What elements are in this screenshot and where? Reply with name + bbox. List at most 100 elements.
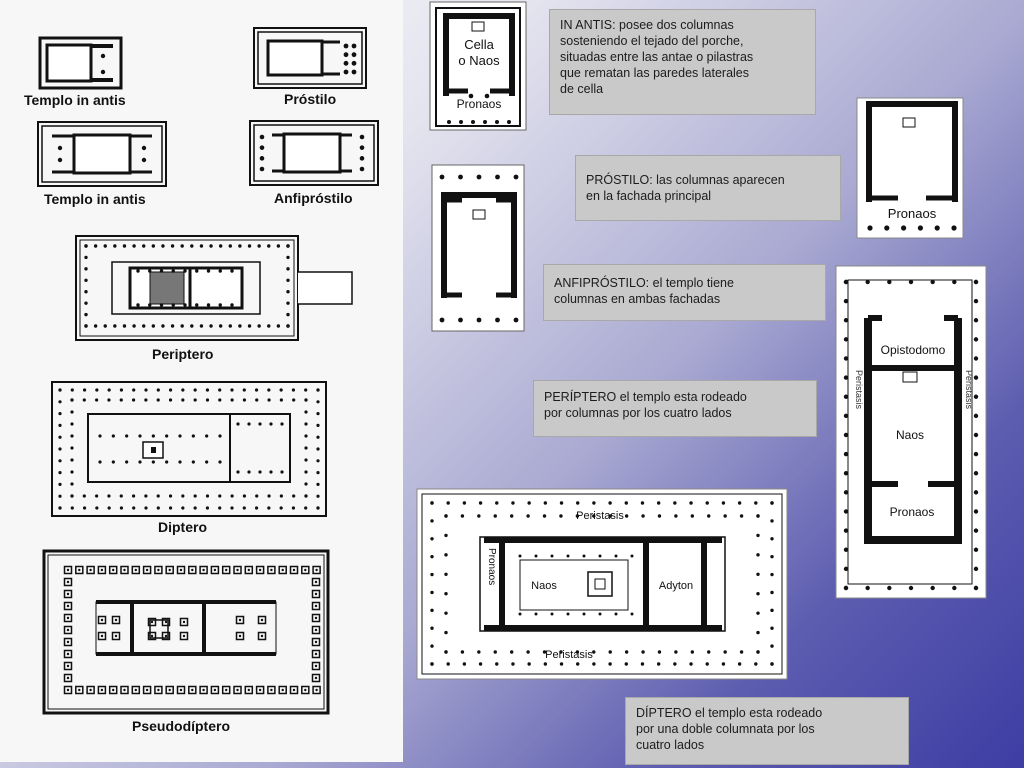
column-dot: [723, 650, 727, 654]
column-dot: [430, 554, 434, 559]
plan-label-naos-diptero: Naos: [531, 580, 557, 592]
column-dot: [316, 435, 320, 439]
column-dot: [100, 634, 104, 638]
column-dot: [316, 400, 320, 404]
column-dot: [739, 514, 744, 518]
column-dot: [737, 501, 742, 505]
column-dot: [209, 324, 213, 328]
column-dot: [286, 301, 290, 305]
column-dot: [114, 618, 118, 622]
column-square: [63, 577, 73, 587]
column-dot: [952, 585, 957, 591]
column-dot: [70, 422, 74, 426]
column-dot: [444, 514, 448, 518]
column-dot: [316, 388, 320, 392]
column-dot: [315, 568, 318, 572]
column-dot: [495, 317, 500, 323]
column-dot: [267, 398, 271, 402]
column-dot: [598, 554, 602, 558]
column-dot: [343, 43, 349, 49]
column-dot: [930, 585, 935, 591]
column-dot: [754, 501, 758, 505]
column-dot: [292, 398, 296, 402]
column-dot: [973, 490, 979, 495]
column-dot: [314, 664, 318, 668]
column-dot: [843, 413, 849, 419]
label-in-antis-2: Templo in antis: [44, 191, 146, 207]
column-dot: [258, 470, 262, 474]
column-dot: [168, 688, 171, 692]
column-dot: [157, 688, 160, 692]
column-dot: [242, 398, 247, 402]
column-dot: [205, 398, 210, 402]
column-dot: [58, 423, 62, 427]
column-dot: [209, 244, 213, 248]
column-dot: [267, 244, 271, 248]
column-square: [244, 565, 254, 575]
column-dot: [527, 501, 531, 505]
column-dot: [462, 501, 467, 505]
column-dot: [165, 434, 169, 438]
plan-label-cella: Cella: [464, 37, 494, 52]
column-dot: [58, 482, 62, 486]
column-dot: [205, 434, 209, 438]
column-square: [131, 685, 141, 695]
column-dot: [70, 506, 74, 510]
column-dot: [218, 506, 222, 510]
column-square: [311, 625, 321, 635]
column-square: [199, 565, 208, 575]
column-dot: [614, 612, 618, 616]
column-dot: [673, 662, 677, 666]
column-square: [111, 615, 121, 625]
plan-diptero-detail: [416, 488, 788, 680]
column-dot: [843, 432, 849, 438]
column-dot: [304, 446, 308, 450]
column-dot: [471, 120, 475, 124]
column-dot: [723, 514, 727, 518]
column-dot: [182, 634, 186, 638]
column-dot: [526, 650, 530, 654]
column-dot: [756, 611, 760, 615]
column-dot: [171, 303, 175, 307]
column-dot: [84, 301, 88, 305]
column-square: [278, 685, 287, 695]
column-dot: [286, 312, 290, 317]
column-dot: [973, 279, 979, 285]
plan-prostilo-small: [253, 27, 367, 89]
column-dot: [843, 318, 849, 323]
column-dot: [314, 604, 318, 608]
column-square: [154, 685, 163, 695]
column-square: [75, 565, 84, 575]
column-dot: [103, 324, 107, 328]
column-dot: [70, 470, 74, 474]
column-dot: [973, 394, 979, 399]
column-dot: [952, 279, 957, 285]
column-square: [188, 565, 197, 575]
plan-in-antis-detail: [429, 1, 527, 131]
column-dot: [138, 460, 142, 464]
column-square: [142, 685, 152, 695]
column-dot: [430, 572, 434, 577]
column-dot: [259, 145, 265, 150]
column-dot: [82, 388, 87, 392]
column-dot: [247, 244, 252, 248]
column-dot: [286, 255, 290, 260]
column-dot: [430, 590, 434, 595]
column-square: [257, 615, 267, 625]
column-dot: [191, 688, 194, 692]
column-dot: [218, 460, 222, 464]
column-dot: [770, 572, 774, 577]
column-dot: [205, 388, 210, 392]
column-dot: [95, 494, 99, 498]
column-dot: [157, 568, 160, 572]
column-dot: [973, 375, 979, 380]
column-dot: [150, 634, 154, 638]
column-square: [312, 685, 321, 695]
column-dot: [100, 618, 104, 622]
column-dot: [592, 662, 596, 666]
column-dot: [973, 547, 979, 552]
column-dot: [304, 388, 308, 392]
column-dot: [156, 494, 160, 498]
column-square: [188, 685, 197, 695]
column-dot: [267, 324, 271, 328]
